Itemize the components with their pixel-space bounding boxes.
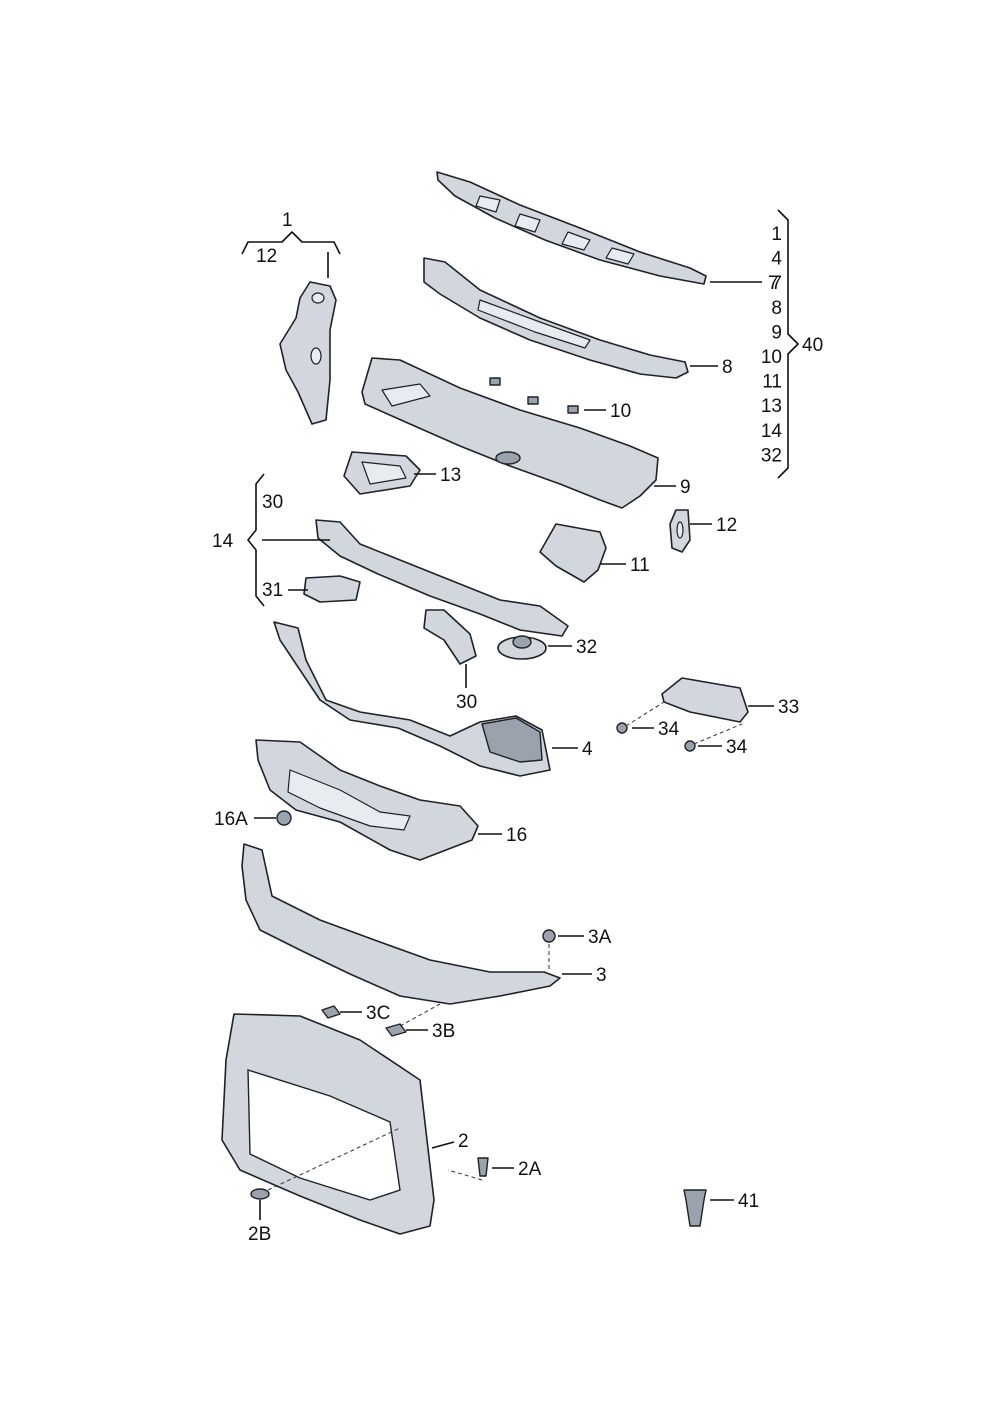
group-right-item: 11 [762,372,782,393]
leader-2 [431,1141,455,1149]
part-3a-nut[interactable] [542,929,556,943]
callout-7: 7 [768,273,779,294]
callout-2b: 2B [248,1224,271,1245]
group-right-item: 14 [761,421,783,442]
brace-left [247,473,265,607]
group-right-item: 8 [771,298,782,319]
callout-9: 9 [680,477,691,498]
part-13-cover[interactable] [343,451,421,495]
brace-right [777,209,799,479]
part-16-insulation[interactable] [255,739,479,861]
callout-16a: 16A [214,809,248,830]
part-34-screws[interactable] [616,722,696,752]
part-2a-screw[interactable] [477,1157,489,1177]
part-2-lock-carrier[interactable] [221,1013,435,1235]
brace-top-left [241,231,341,255]
callout-3a: 3A [588,927,612,948]
group-right-item: 10 [761,347,782,368]
part-14-crossmember[interactable] [315,519,569,637]
group-left-main: 14 [212,531,234,552]
group-right-item: 13 [761,396,782,417]
callout-32: 32 [576,637,597,658]
callout-13: 13 [440,465,461,486]
group-left-upper: 30 [262,492,283,513]
group-right-item: 32 [761,445,782,466]
group-right-item: 9 [771,322,782,343]
group-top-left-main: 1 [282,210,293,231]
part-12-gasket[interactable] [669,509,691,553]
callout-30-lower: 30 [456,692,477,713]
part-2b-plug[interactable] [250,1188,270,1200]
callout-34b: 34 [726,737,748,758]
part-10-clips[interactable] [489,377,579,414]
callout-10: 10 [610,401,631,422]
callout-12: 12 [716,515,737,536]
group-right-main: 40 [802,335,823,356]
callout-3: 3 [596,965,607,986]
assembly-line-34b [693,723,743,745]
callout-33: 33 [778,697,799,718]
callout-34a: 34 [658,719,680,740]
part-1-left-panel[interactable] [279,281,337,425]
group-top-left-sub: 12 [256,246,277,267]
callout-2a: 2A [518,1159,542,1180]
part-3b-bolt[interactable] [385,1023,407,1037]
callout-8: 8 [722,357,733,378]
assembly-line-3b [399,1003,441,1027]
part-7-upper-crossmember[interactable] [436,171,707,285]
part-8-plenum-panel[interactable] [423,257,689,379]
part-30-bracket[interactable] [423,609,477,665]
part-41-clip[interactable] [683,1189,707,1227]
callout-3b: 3B [432,1021,455,1042]
group-right-item: 4 [771,249,782,270]
part-9-water-tray[interactable] [361,357,659,509]
assembly-line-2a [447,1169,483,1181]
assembly-line-2b [267,1127,401,1191]
callout-11: 11 [630,555,650,576]
group-right-item: 7 [771,273,782,294]
callout-4: 4 [582,739,593,760]
part-32-mount[interactable] [497,635,547,660]
group-left-lower: 31 [262,580,283,601]
callout-41: 41 [738,1191,759,1212]
callout-2: 2 [458,1131,469,1152]
part-4-lock-carrier-upper[interactable] [273,621,551,777]
part-3-cross-panel[interactable] [241,843,561,1005]
part-3c-bolt[interactable] [321,1005,341,1019]
part-16a-clip[interactable] [276,810,292,826]
group-right-item: 1 [771,224,782,245]
part-11-bracket[interactable] [539,523,607,583]
assembly-line-34a [625,701,665,727]
callout-16: 16 [506,825,527,846]
part-33-air-duct[interactable] [661,677,749,723]
part-31-bracket[interactable] [303,575,361,603]
callout-3c: 3C [366,1003,390,1024]
